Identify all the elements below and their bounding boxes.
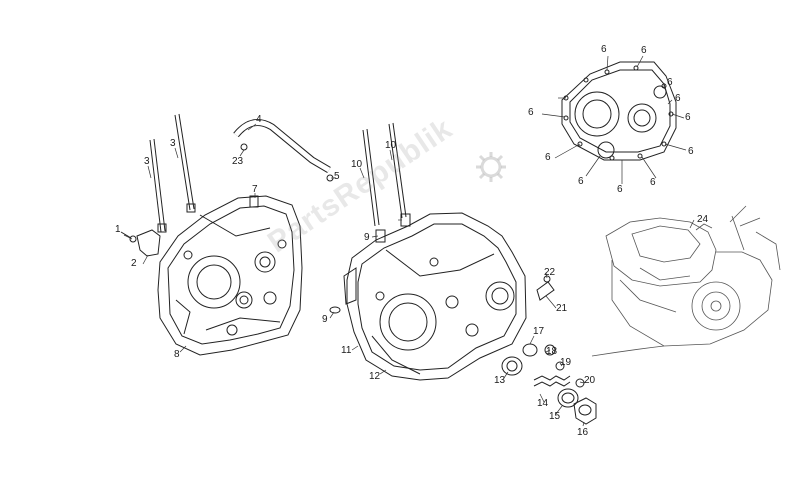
- leader-lines: [123, 55, 695, 427]
- callout-6: 6: [617, 184, 623, 195]
- callout-19: 19: [560, 357, 572, 368]
- callout-7: 7: [252, 184, 258, 195]
- callout-21: 21: [556, 303, 568, 314]
- bracket-and-screw: [120, 229, 161, 257]
- callout-9: 9: [322, 314, 328, 325]
- callout-6: 6: [641, 45, 647, 56]
- callout-6: 6: [675, 93, 681, 104]
- side-cover: [561, 61, 677, 161]
- callout-10: 10: [351, 159, 363, 170]
- callout-18: 18: [546, 346, 558, 357]
- engine-overview: [591, 205, 781, 357]
- callout-10: 10: [385, 140, 397, 151]
- watermark-gear-icon: [476, 152, 506, 182]
- seal-and-plug-parts: [501, 343, 597, 425]
- callout-14: 14: [537, 398, 549, 409]
- callout-6: 6: [688, 146, 694, 157]
- studs-10-and-dowels-9: [329, 122, 411, 314]
- clip-21-and-bolt-22: [536, 275, 555, 301]
- callout-6: 6: [545, 152, 551, 163]
- callout-6: 6: [667, 77, 673, 88]
- callout-24: 24: [697, 214, 709, 225]
- callout-1: 1: [115, 224, 121, 235]
- hose-4: [233, 119, 334, 182]
- long-studs-3: [149, 113, 196, 233]
- callout-15: 15: [549, 411, 561, 422]
- callout-9: 9: [364, 232, 370, 243]
- callout-20: 20: [584, 375, 596, 386]
- callout-17: 17: [533, 326, 545, 337]
- callout-6: 6: [650, 177, 656, 188]
- callout-6: 6: [685, 112, 691, 123]
- right-crankcase-half: [343, 212, 527, 381]
- callout-6: 6: [528, 107, 534, 118]
- dowel-7: [249, 195, 259, 208]
- callout-5: 5: [334, 171, 340, 182]
- callout-11: 11: [341, 345, 352, 356]
- callout-3: 3: [170, 138, 176, 149]
- callout-6: 6: [601, 44, 607, 55]
- left-crankcase-half: [157, 195, 303, 356]
- callout-16: 16: [577, 427, 589, 438]
- callout-2: 2: [131, 258, 137, 269]
- callout-12: 12: [369, 371, 381, 382]
- callout-23: 23: [232, 156, 244, 167]
- callout-3: 3: [144, 156, 150, 167]
- callout-13: 13: [494, 375, 506, 386]
- callout-8: 8: [174, 349, 180, 360]
- callout-6: 6: [578, 176, 584, 187]
- callout-22: 22: [544, 267, 556, 278]
- callout-4: 4: [256, 114, 262, 125]
